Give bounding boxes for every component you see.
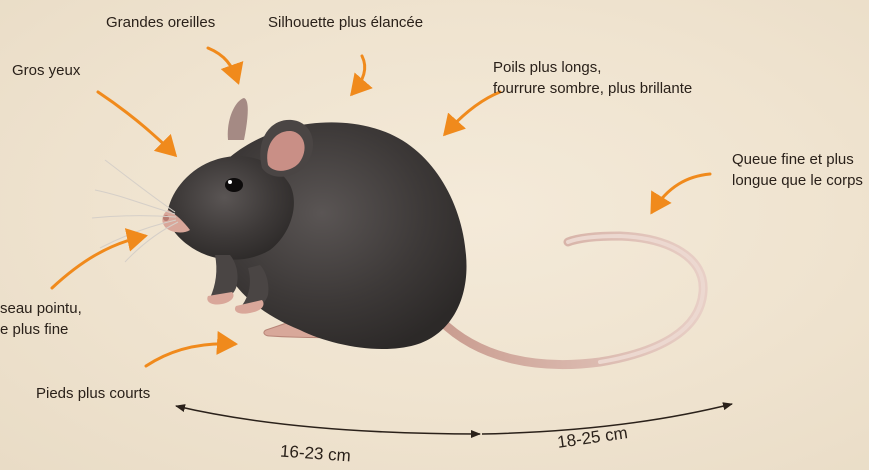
arrow-museau (52, 236, 145, 288)
arrow-body-length (176, 406, 480, 434)
label-gros-yeux: Gros yeux (12, 61, 80, 80)
mouse-eye (225, 178, 243, 192)
arrow-silhouette (352, 56, 365, 94)
label-pieds: Pieds plus courts (36, 384, 150, 403)
mouse-whiskers (92, 160, 178, 262)
label-poils-line2: fourrure sombre, plus brillante (493, 79, 692, 98)
label-queue-line2: longue que le corps (732, 171, 863, 190)
arrow-gros-yeux (98, 92, 175, 155)
arrow-queue (652, 174, 710, 212)
label-queue-line1: Queue fine et plus (732, 150, 854, 169)
label-grandes-oreilles: Grandes oreilles (106, 13, 215, 32)
label-silhouette: Silhouette plus élancée (268, 13, 423, 32)
dimension-arrows (176, 404, 732, 434)
label-museau-line1: seau pointu, (0, 299, 82, 318)
label-museau-line2: e plus fine (0, 320, 68, 339)
arrow-poils (445, 92, 500, 134)
mouse-tail (440, 236, 703, 365)
label-poils-line1: Poils plus longs, (493, 58, 601, 77)
arrow-pieds (146, 344, 235, 366)
mouse-front-leg (210, 255, 238, 300)
arrow-oreilles (208, 48, 238, 82)
